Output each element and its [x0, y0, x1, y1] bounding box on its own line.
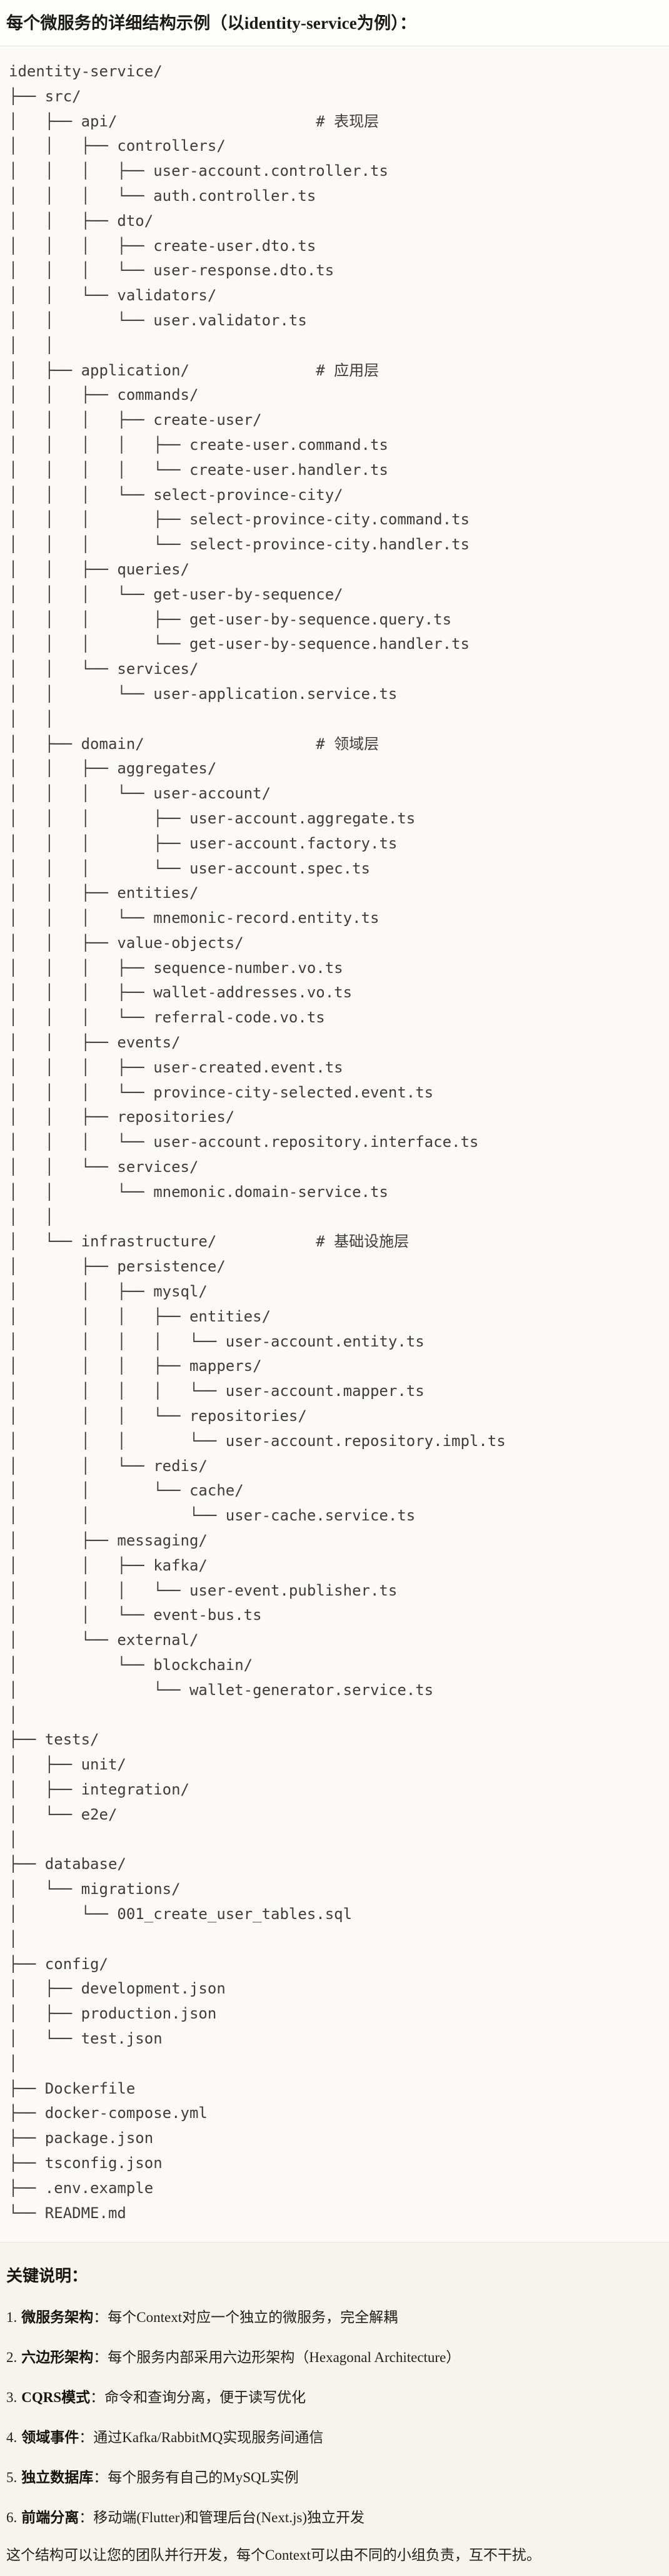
note-item-text: ：命令和查询分离，便于读写优化 — [90, 2390, 306, 2406]
note-item-number: 5. — [6, 2470, 18, 2486]
note-item-term: 前端分离 — [21, 2510, 79, 2526]
note-item-text: ：每个服务内部采用六边形架构（Hexagonal Architecture） — [93, 2349, 461, 2366]
note-item-term: CQRS模式 — [21, 2390, 91, 2406]
note-item: 3.CQRS模式：命令和查询分离，便于读写优化 — [6, 2387, 660, 2408]
directory-tree-code-block: identity-service/ ├── src/ │ ├── api/ # … — [0, 46, 669, 2243]
note-item-text: ：每个Context对应一个独立的微服务，完全解耦 — [93, 2309, 398, 2326]
note-item-number: 6. — [6, 2510, 18, 2526]
note-item: 6.前端分离：移动端(Flutter)和管理后台(Next.js)独立开发 — [6, 2507, 660, 2528]
note-item: 4.领域事件：通过Kafka/RabbitMQ实现服务间通信 — [6, 2427, 660, 2448]
note-item-text: ：移动端(Flutter)和管理后台(Next.js)独立开发 — [79, 2510, 365, 2526]
note-item-number: 4. — [6, 2430, 18, 2446]
note-item-term: 微服务架构 — [21, 2309, 94, 2326]
note-item-number: 1. — [6, 2309, 18, 2326]
note-item: 1.微服务架构：每个Context对应一个独立的微服务，完全解耦 — [6, 2307, 660, 2328]
note-item: 5.独立数据库：每个服务有自己的MySQL实例 — [6, 2467, 660, 2488]
note-item-text: ：每个服务有自己的MySQL实例 — [93, 2470, 299, 2486]
note-item-term: 独立数据库 — [21, 2470, 94, 2486]
note-item-text: ：通过Kafka/RabbitMQ实现服务间通信 — [79, 2430, 324, 2446]
directory-tree-text: identity-service/ ├── src/ │ ├── api/ # … — [9, 63, 506, 2222]
closing-paragraph: 这个结构可以让您的团队并行开发，每个Context可以由不同的小组负责，互不干扰… — [6, 2547, 541, 2563]
note-item-number: 2. — [6, 2349, 18, 2366]
key-notes-section: 关键说明： 1.微服务架构：每个Context对应一个独立的微服务，完全解耦 2… — [0, 2243, 669, 2567]
note-item: 2.六边形架构：每个服务内部采用六边形架构（Hexagonal Architec… — [6, 2347, 660, 2368]
note-item-number: 3. — [6, 2390, 18, 2406]
key-notes-heading: 关键说明： — [6, 2267, 88, 2286]
note-item-term: 领域事件 — [21, 2430, 79, 2446]
note-item-term: 六边形架构 — [21, 2349, 94, 2366]
page-title: 每个微服务的详细结构示例（以identity-service为例）： — [6, 14, 417, 33]
title-area: 每个微服务的详细结构示例（以identity-service为例）： — [0, 0, 669, 46]
